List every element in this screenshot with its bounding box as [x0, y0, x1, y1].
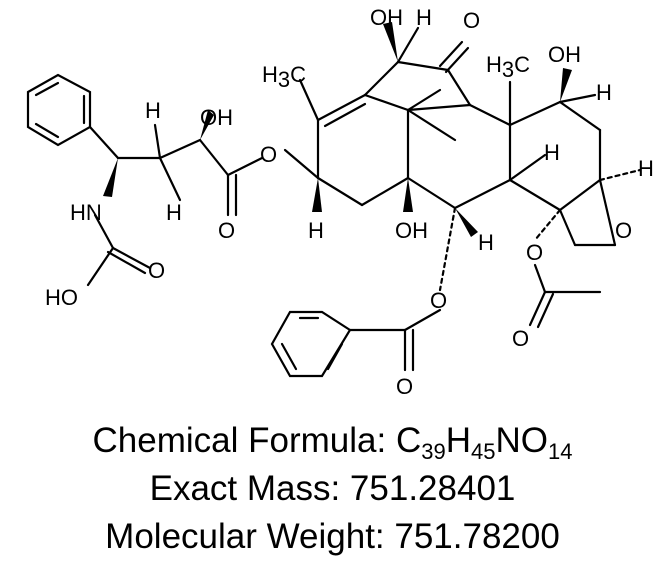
phenyl-ring-left	[26, 73, 120, 160]
label-o-ketone: O	[463, 8, 480, 33]
label-h-top: H	[416, 5, 432, 30]
label-h-chain1: H	[145, 98, 161, 123]
label-h-chain2: H	[166, 200, 182, 225]
side-chain	[86, 110, 264, 287]
label-o-urea: O	[148, 258, 165, 283]
label-h-c2: H	[478, 230, 494, 255]
benzoate-group	[270, 308, 442, 378]
label-h3c-left: H3C	[262, 62, 306, 92]
chemical-formula: Chemical Formula: C39H45NO14	[92, 421, 573, 464]
label-h-right: H	[596, 80, 612, 105]
label-h3c-right: H3C	[486, 52, 530, 82]
label-o-acetate-co: O	[512, 326, 529, 351]
molecular-weight: Molecular Weight: 751.78200	[105, 517, 560, 556]
label-o-benzoate-co: O	[396, 374, 413, 399]
label-o-ester1-co: O	[218, 218, 235, 243]
label-h-far: H	[638, 156, 654, 181]
label-o-acetate: O	[526, 240, 543, 265]
label-h-c13: H	[308, 218, 324, 243]
label-hn: HN	[70, 200, 102, 225]
label-oh-side: OH	[200, 105, 233, 130]
chemical-structure: OH H O H3C H3C OH H H H O OH H H O O HN …	[26, 5, 654, 399]
label-o-ester1: O	[260, 142, 277, 167]
taxane-core	[283, 22, 642, 329]
label-h-mid: H	[544, 140, 560, 165]
label-oh-c1: OH	[395, 218, 428, 243]
exact-mass: Exact Mass: 751.28401	[149, 469, 516, 508]
label-oh-top: OH	[370, 5, 403, 30]
label-ho-urea: HO	[45, 285, 78, 310]
label-o-benzoate: O	[430, 288, 447, 313]
label-oh-right: OH	[548, 42, 581, 67]
label-o-oxetane: O	[615, 218, 632, 243]
